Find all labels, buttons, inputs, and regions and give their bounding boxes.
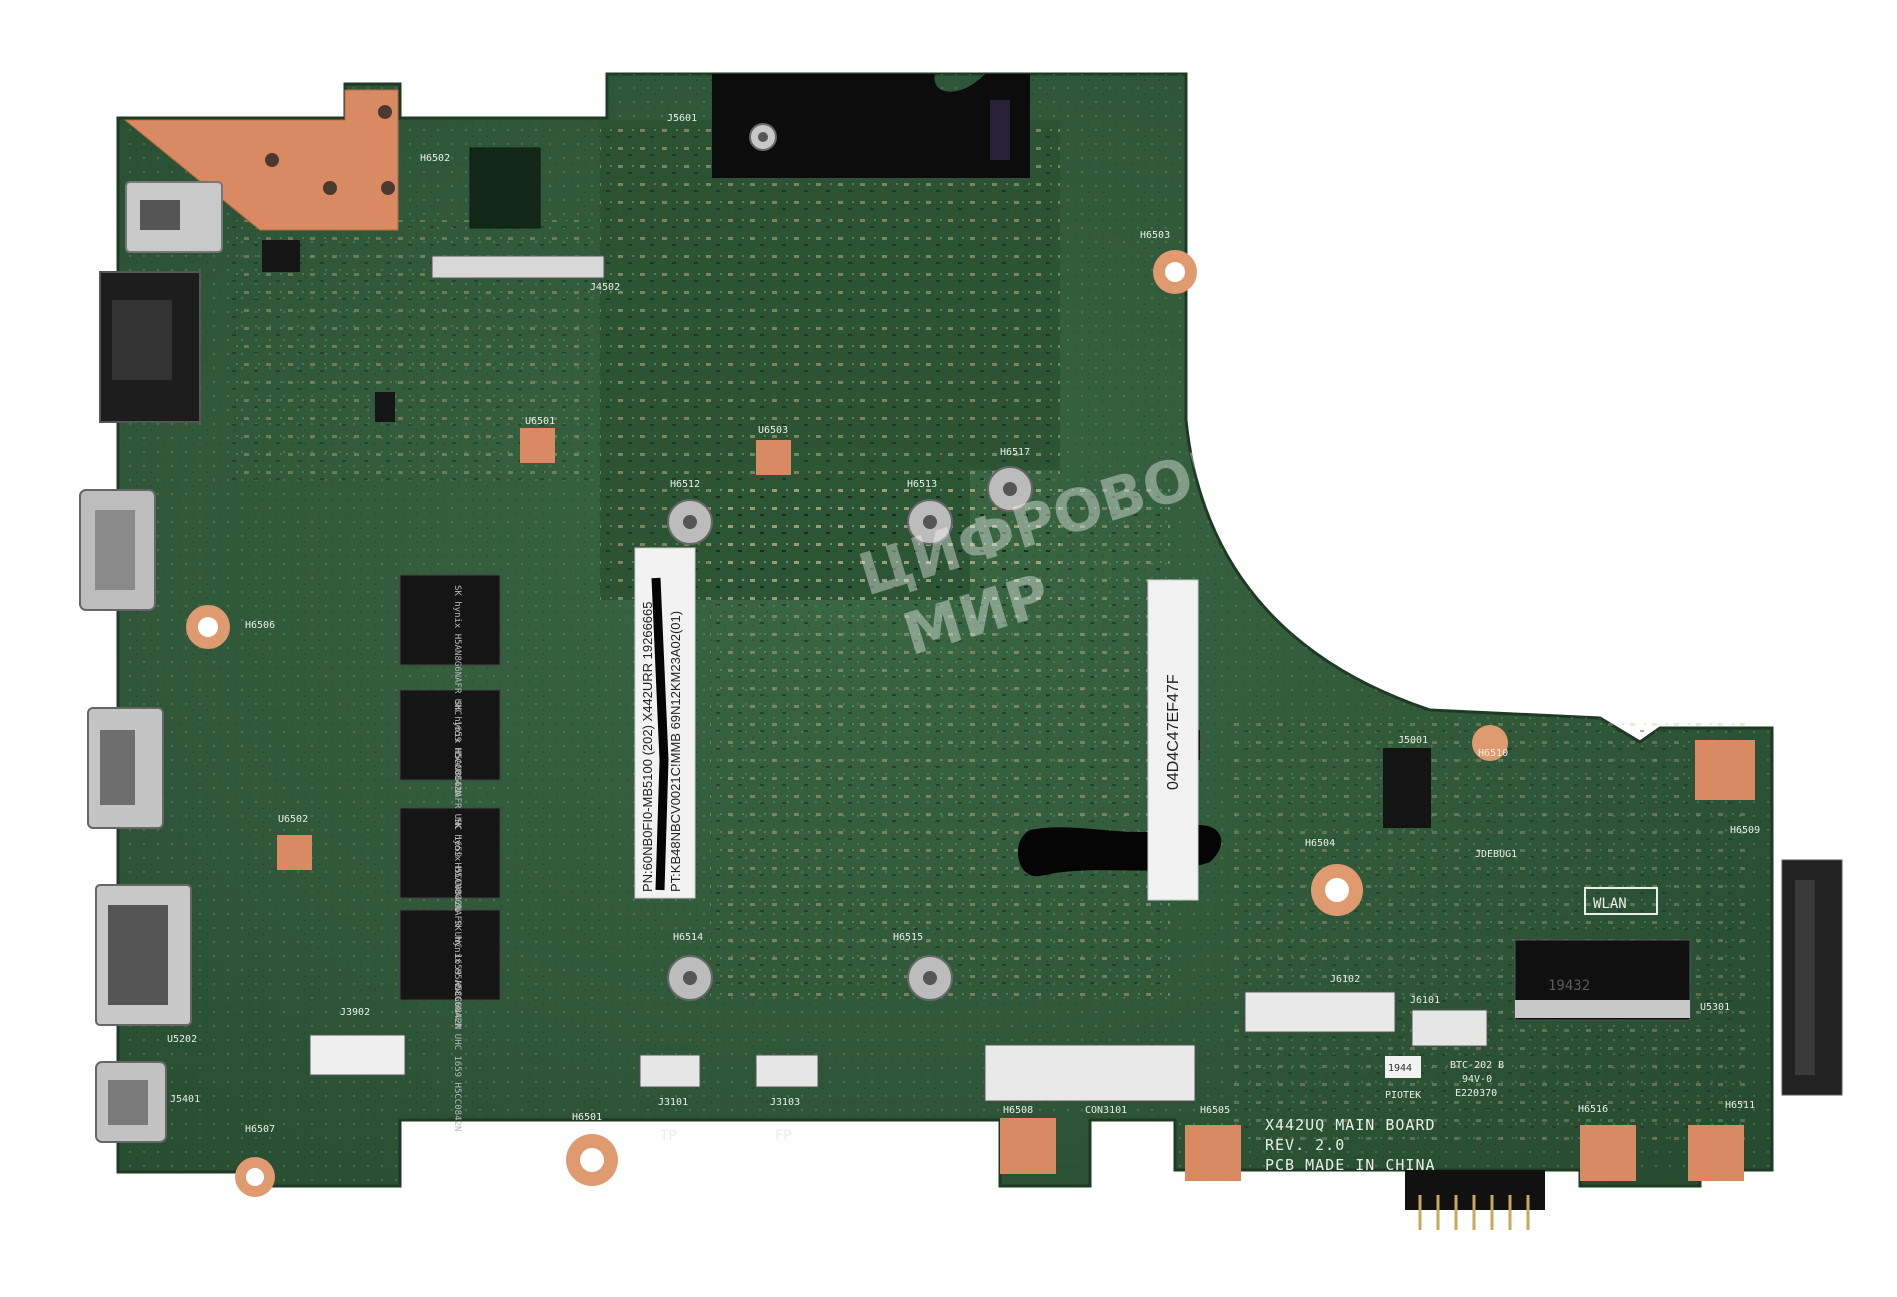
silk-label: J5401	[170, 1094, 200, 1105]
left-io-ports	[79, 181, 223, 1143]
silk-label: H6511	[1725, 1100, 1755, 1111]
silk-label: U6503	[758, 425, 788, 436]
ram-chip-label: SK hynix H5AN8G6NAFR UHC 1659 H5CC0842N	[452, 920, 462, 1131]
flex-connector	[1244, 991, 1396, 1033]
silk-label: H6509	[1730, 825, 1760, 836]
copper-pad	[1695, 740, 1755, 800]
flex-connector	[309, 1034, 406, 1076]
silk-label: WLAN	[1593, 896, 1627, 912]
silk-label: J6102	[1330, 974, 1360, 985]
sticker-part-number: PN:60NB0FI0-MB5100 (202) X442URR 1926666…	[634, 547, 696, 899]
silk-label: U6502	[278, 814, 308, 825]
ram-chip-label: SK hynix H5AN8G6NAFR UHC 1659 H5CC0842N	[452, 585, 462, 796]
copper-pad	[756, 440, 791, 475]
silk-label: H6504	[1305, 838, 1335, 849]
svg-text:PN:60NB0FI0-MB5100 (202) X442U: PN:60NB0FI0-MB5100 (202) X442URR 1926666…	[640, 601, 655, 892]
silk-label: PIOTEK	[1385, 1090, 1421, 1101]
copper-pad	[1580, 1125, 1636, 1181]
silk-label: U5202	[167, 1034, 197, 1045]
silk-label: H6502	[420, 153, 450, 164]
silk-label: X442UQ MAIN BOARD	[1265, 1116, 1436, 1134]
silk-label: 1944	[1388, 1063, 1412, 1074]
flex-connector	[431, 255, 605, 279]
silk-label: CON3101	[1085, 1105, 1127, 1116]
svg-text:PT:KB48NBCV0021C!MMB 69N12KM23: PT:KB48NBCV0021C!MMB 69N12KM23A02(01)	[668, 611, 683, 892]
silk-label: 19432	[1548, 978, 1590, 994]
silk-label: J3902	[340, 1007, 370, 1018]
flex-connector	[639, 1054, 701, 1088]
mounting-holes	[186, 250, 1508, 1197]
silk-label: H6503	[1140, 230, 1170, 241]
silk-label: PCB MADE IN CHINA	[1265, 1156, 1436, 1174]
silk-label: H6513	[907, 479, 937, 490]
silk-label: H6508	[1003, 1105, 1033, 1116]
svg-text:04D4C47EF47F: 04D4C47EF47F	[1165, 674, 1182, 790]
silk-label: REV. 2.0	[1265, 1136, 1345, 1154]
copper-pad	[277, 835, 312, 870]
copper-pad	[520, 428, 555, 463]
copper-pad	[1185, 1125, 1241, 1181]
ic-chip	[375, 392, 395, 422]
silk-label: FP	[775, 1128, 792, 1144]
silk-label: H6505	[1200, 1105, 1230, 1116]
copper-pad	[1688, 1125, 1744, 1181]
silk-label: H6515	[893, 932, 923, 943]
silk-label: H6514	[673, 932, 703, 943]
ram-chip-label: SK hynix H5AN8G6NAFR UHC 1659 H5CC0842N	[452, 700, 462, 911]
silk-label: H6506	[245, 620, 275, 631]
silk-label: BTC-202 B	[1450, 1060, 1504, 1071]
silk-label: J4502	[590, 282, 620, 293]
silk-label: J3101	[658, 1097, 688, 1108]
silk-label: TP	[660, 1128, 677, 1144]
silk-label: H6507	[245, 1124, 275, 1135]
silk-label: J3103	[770, 1097, 800, 1108]
silk-label: E220370	[1455, 1088, 1497, 1099]
silk-label: H6510	[1478, 748, 1508, 759]
ram-chip-label: SK hynix H5AN8G6NAFR UHC 1659 H5CC0842N	[452, 818, 462, 1029]
silk-label: H6512	[670, 479, 700, 490]
silk-label: U6501	[525, 416, 555, 427]
silk-label: H6516	[1578, 1104, 1608, 1115]
black-shield-plate	[712, 74, 1030, 178]
silk-label: J6101	[1410, 995, 1440, 1006]
silk-label: J5001	[1398, 735, 1428, 746]
silkscreen-labels: J5601 H6502 H6503 J4502 U6501 U6503 H651…	[167, 113, 1760, 1174]
flex-connector	[984, 1044, 1196, 1102]
silk-label: U5301	[1700, 1002, 1730, 1013]
silk-label: H6517	[1000, 447, 1030, 458]
ic-chip	[1383, 748, 1431, 828]
silk-label: J5601	[667, 113, 697, 124]
copper-grounding-pad	[123, 89, 399, 231]
silk-label: 94V-0	[1462, 1074, 1492, 1085]
silk-label: JDEBUG1	[1475, 849, 1517, 860]
silk-label: H6501	[572, 1112, 602, 1123]
flex-connector	[755, 1054, 819, 1088]
flex-connector	[1411, 1009, 1488, 1047]
ic-chip	[262, 240, 300, 272]
copper-pad	[1000, 1118, 1056, 1174]
ram-chip-group: SK hynix H5AN8G6NAFR UHC 1659 H5CC0842N …	[399, 574, 501, 1131]
ic-chip	[469, 147, 541, 229]
sticker-mac-address: 04D4C47EF47F	[1147, 579, 1199, 901]
